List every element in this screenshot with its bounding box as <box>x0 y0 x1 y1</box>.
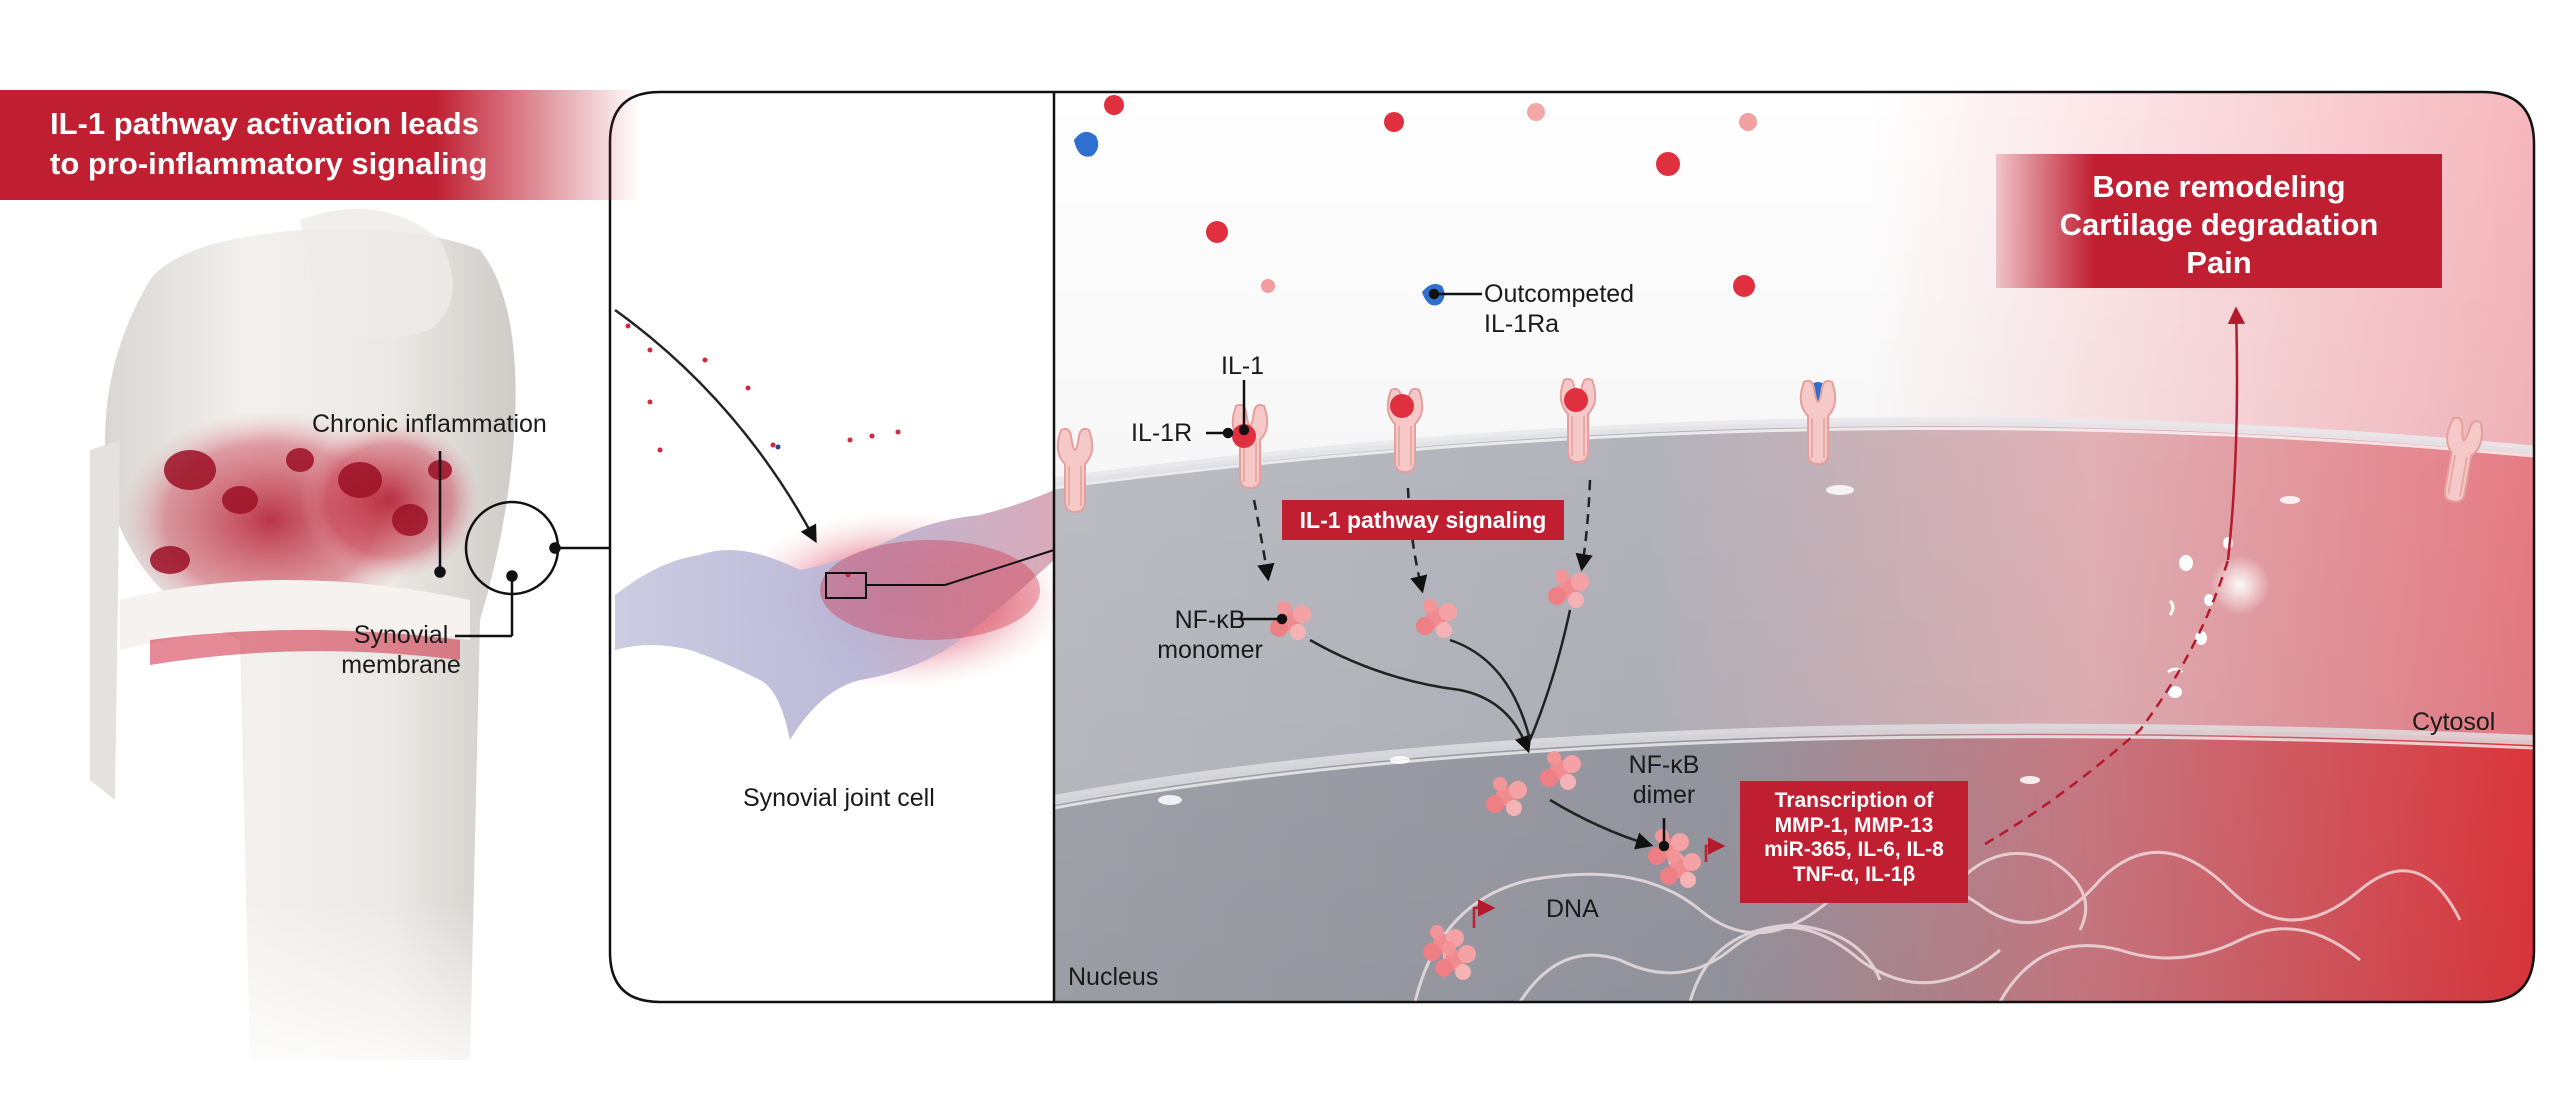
label-chronic-inflammation: Chronic inflammation <box>312 410 547 438</box>
label-synovial-membrane: Synovial membrane <box>336 620 466 680</box>
knee-illustration <box>90 208 520 1104</box>
label-nfkb-monomer-line2: monomer <box>1157 636 1263 664</box>
title-line-1: IL-1 pathway activation leads <box>50 106 479 141</box>
transcription-line-3: miR-365, IL-6, IL-8 <box>1764 838 1944 861</box>
il1-ligands <box>1104 95 1757 297</box>
label-outcompeted-line1: Outcompeted <box>1484 280 1635 308</box>
outcomes-box: Bone remodeling Cartilage degradation Pa… <box>1996 154 2442 288</box>
label-nfkb-monomer: NF-κB monomer <box>1150 605 1270 665</box>
label-synovial-membrane-line1: Synovial <box>353 621 449 649</box>
transcription-line-2: MMP-1, MMP-13 <box>1774 813 1934 837</box>
synovial-cell-panel <box>610 92 1055 1002</box>
knee-callouts <box>434 451 610 638</box>
label-dna: DNA <box>1546 895 1599 923</box>
outcome-cartilage-degradation: Cartilage degradation <box>2059 207 2379 242</box>
label-nfkb-dimer-line1: NF-κB <box>1628 751 1700 779</box>
outcome-bone-remodeling: Bone remodeling <box>2092 169 2346 204</box>
transcription-line-4: TNF-α, IL-1β <box>1792 862 1916 886</box>
page-title: IL-1 pathway activation leads to pro-inf… <box>50 104 610 184</box>
label-il1r: IL-1R <box>1131 419 1193 447</box>
pathway-panel <box>608 90 2536 1004</box>
label-il1: IL-1 <box>1221 352 1265 380</box>
label-nfkb-dimer-line2: dimer <box>1632 781 1696 809</box>
outcome-pain: Pain <box>2186 245 2252 280</box>
label-outcompeted-il1ra: Outcompeted IL-1Ra <box>1484 279 1634 339</box>
label-synovial-membrane-line2: membrane <box>341 651 461 679</box>
title-line-2: to pro-inflammatory signaling <box>50 146 488 181</box>
title-banner <box>0 90 640 200</box>
transcription-line-1: Transcription of <box>1774 789 1934 812</box>
pathway-signaling-tag: IL-1 pathway signaling <box>1282 500 1564 540</box>
transcription-box: Transcription of MMP-1, MMP-13 miR-365, … <box>1740 781 1968 903</box>
label-cytosol: Cytosol <box>2412 708 2496 736</box>
label-nucleus: Nucleus <box>1068 963 1159 991</box>
label-outcompeted-line2: IL-1Ra <box>1484 310 1560 338</box>
label-nfkb-dimer: NF-κB dimer <box>1622 750 1706 810</box>
label-synovial-joint-cell: Synovial joint cell <box>743 784 935 812</box>
label-nfkb-monomer-line1: NF-κB <box>1174 606 1246 634</box>
